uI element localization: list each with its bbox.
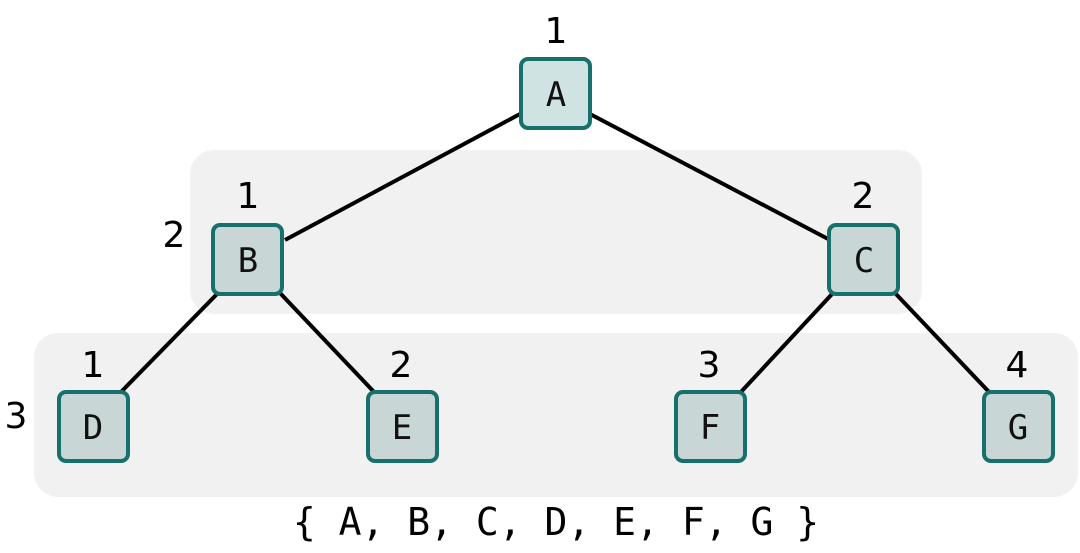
edge-c-g: [893, 291, 992, 395]
node-index-label: 2: [852, 176, 875, 217]
tree-node-e: 2 E: [366, 345, 439, 463]
edge-c-f: [738, 291, 835, 395]
node-index-label: 1: [545, 11, 568, 52]
edge-a-c: [589, 112, 831, 242]
tree-node-f: 3 F: [674, 345, 747, 463]
traversal-sequence: { A, B, C, D, E, F, G }: [293, 500, 819, 544]
node-index-label: 1: [82, 345, 105, 386]
node-box: [211, 223, 284, 296]
node-label: A: [546, 75, 566, 115]
node-box: [674, 390, 747, 463]
tree-node-b: 1 B: [211, 176, 284, 296]
edge-a-b: [284, 112, 521, 242]
node-box: [982, 390, 1055, 463]
tree-node-a: 1 A: [519, 11, 592, 130]
edge-b-e: [278, 291, 377, 395]
node-label: D: [83, 408, 103, 448]
level-label-3: 3: [5, 396, 28, 437]
edge-b-d: [118, 291, 220, 395]
node-label: G: [1008, 408, 1028, 448]
node-box: [366, 390, 439, 463]
node-box: [519, 57, 592, 130]
node-label: B: [238, 241, 258, 281]
tree-node-g: 4 G: [982, 345, 1055, 463]
node-index-label: 2: [390, 345, 413, 386]
node-box: [827, 223, 900, 296]
node-index-label: 4: [1006, 345, 1029, 386]
level-label-2: 2: [163, 215, 186, 256]
tree-node-c: 2 C: [827, 176, 900, 296]
node-label: C: [854, 241, 874, 281]
tree-node-d: 1 D: [57, 345, 130, 463]
level-3-band: [34, 333, 1078, 497]
node-index-label: 1: [237, 176, 260, 217]
node-index-label: 3: [698, 345, 721, 386]
node-box: [57, 390, 130, 463]
node-label: E: [392, 408, 412, 448]
node-label: F: [700, 408, 720, 448]
